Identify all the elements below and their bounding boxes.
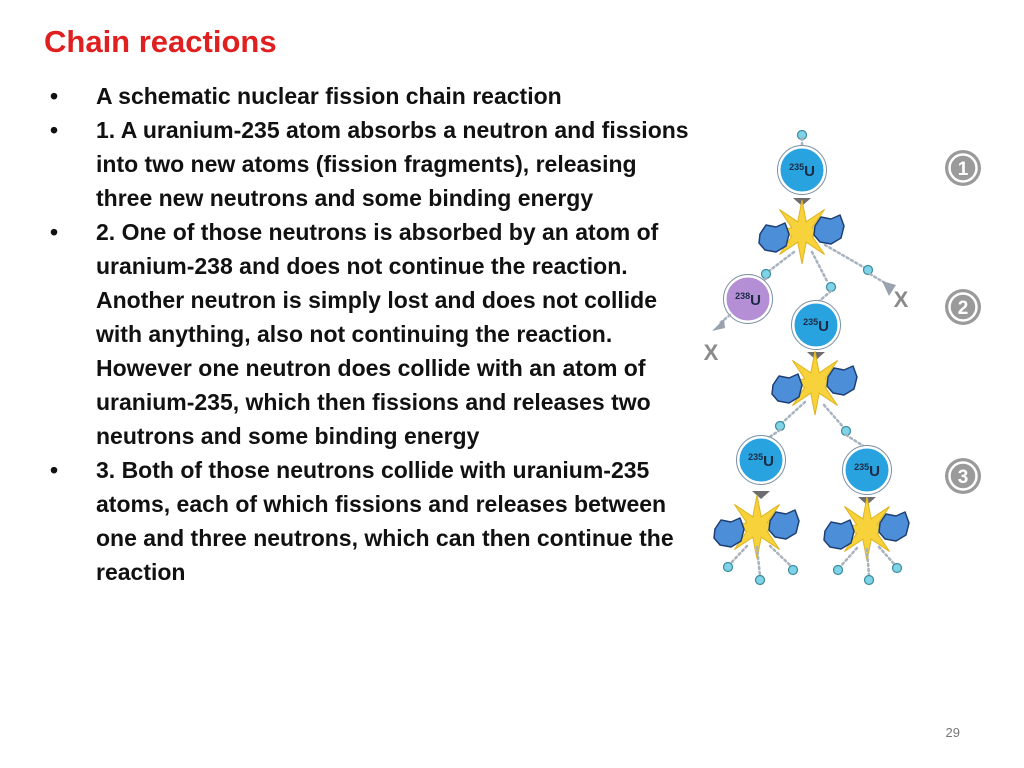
stage-badge-ring: [948, 153, 978, 183]
neutron-path: [768, 544, 793, 568]
neutron-path: [766, 428, 782, 440]
bullet-item: • 2. One of those neutrons is absorbed b…: [44, 215, 694, 453]
element-symbol: U: [804, 163, 815, 180]
bullet-dot: •: [49, 457, 59, 483]
neutron-path: [755, 545, 762, 578]
neutron-path: [877, 545, 897, 567]
bullet-text: 3. Both of those neutrons collide with u…: [96, 457, 674, 585]
uranium-atom-icon: [736, 435, 786, 485]
slide-title: Chain reactions: [44, 24, 277, 59]
atom-label: 235U: [854, 462, 880, 480]
neutron-path: [823, 243, 867, 270]
bullet-dot: •: [49, 117, 59, 143]
mass-number: 235: [789, 162, 804, 172]
lost-neutron-marker: X: [704, 340, 719, 365]
neutron-icon: [862, 264, 874, 276]
stage-number: 2: [958, 298, 969, 319]
element-symbol: U: [763, 453, 774, 470]
neutron-icon: [787, 564, 799, 576]
neutron-path: [767, 250, 796, 273]
uranium-atom-icon: [777, 145, 827, 195]
neutron-icon: [722, 561, 734, 573]
mass-number: 235: [803, 317, 818, 327]
uranium-atom-icon: [791, 300, 841, 350]
bullet-list: • A schematic nuclear fission chain reac…: [44, 79, 694, 589]
element-symbol: U: [869, 463, 880, 480]
atom-outline: [736, 435, 786, 485]
bullet-text: 2. One of those neutrons is absorbed by …: [96, 219, 659, 449]
fission-fragment-icon: [713, 517, 745, 548]
stage-number: 1: [958, 159, 969, 180]
atom-label: 235U: [789, 162, 815, 180]
stage-badge-ring: [948, 461, 978, 491]
energy-flash-icon: [782, 350, 848, 416]
fission-fragment-icon: [813, 214, 845, 245]
bullet-text: 1. A uranium-235 atom absorbs a neutron …: [96, 117, 689, 211]
fission-fragment-icon: [758, 222, 790, 253]
atom-outline: [777, 145, 827, 195]
stage-number: 3: [958, 467, 969, 488]
mass-number: 235: [854, 462, 869, 472]
neutron-path: [780, 400, 807, 425]
bullet-item: • 1. A uranium-235 atom absorbs a neutro…: [44, 113, 694, 215]
neutron-icon: [891, 562, 903, 574]
mass-number: 235: [748, 452, 763, 462]
uranium-atom-icon: [723, 274, 773, 324]
arrow-down-icon: [752, 491, 770, 499]
stage-badge-ring: [948, 292, 978, 322]
lost-neutron-marker: X: [894, 287, 909, 312]
bullet-text: A schematic nuclear fission chain reacti…: [96, 83, 562, 109]
atom-label: 235U: [748, 452, 774, 470]
neutron-path: [844, 433, 867, 449]
neutron-icon: [863, 574, 875, 586]
fission-fragment-icon: [826, 365, 858, 396]
atom-outline: [791, 300, 841, 350]
page-number: 29: [945, 725, 960, 740]
neutron-icon: [754, 574, 766, 586]
atom-outline: [842, 445, 892, 495]
bullet-dot: •: [49, 219, 59, 245]
atom-label: 238U: [735, 291, 761, 309]
neutron-path: [822, 403, 846, 430]
atom-outline: [723, 274, 773, 324]
bullet-item: • 3. Both of those neutrons collide with…: [44, 453, 694, 589]
neutron-lost-arrow-icon: [712, 319, 725, 331]
uranium-atom-icon: [842, 445, 892, 495]
bullet-item: • A schematic nuclear fission chain reac…: [44, 79, 694, 113]
element-symbol: U: [750, 292, 761, 309]
bullet-dot: •: [49, 83, 59, 109]
fission-fragment-icon: [771, 373, 803, 404]
neutron-path: [838, 546, 859, 569]
element-symbol: U: [818, 318, 829, 335]
energy-flash-icon: [769, 199, 835, 265]
neutron-lost-arrow-icon: [882, 281, 896, 296]
mass-number: 238: [735, 291, 750, 301]
neutron-path: [728, 544, 749, 566]
fission-fragment-icon: [768, 509, 800, 540]
neutron-icon: [760, 268, 772, 280]
neutron-path: [865, 547, 871, 578]
neutron-path: [810, 250, 830, 285]
atom-label: 235U: [803, 317, 829, 335]
fission-fragment-icon: [878, 511, 910, 542]
neutron-icon: [832, 564, 844, 576]
fission-fragment-icon: [823, 519, 855, 550]
